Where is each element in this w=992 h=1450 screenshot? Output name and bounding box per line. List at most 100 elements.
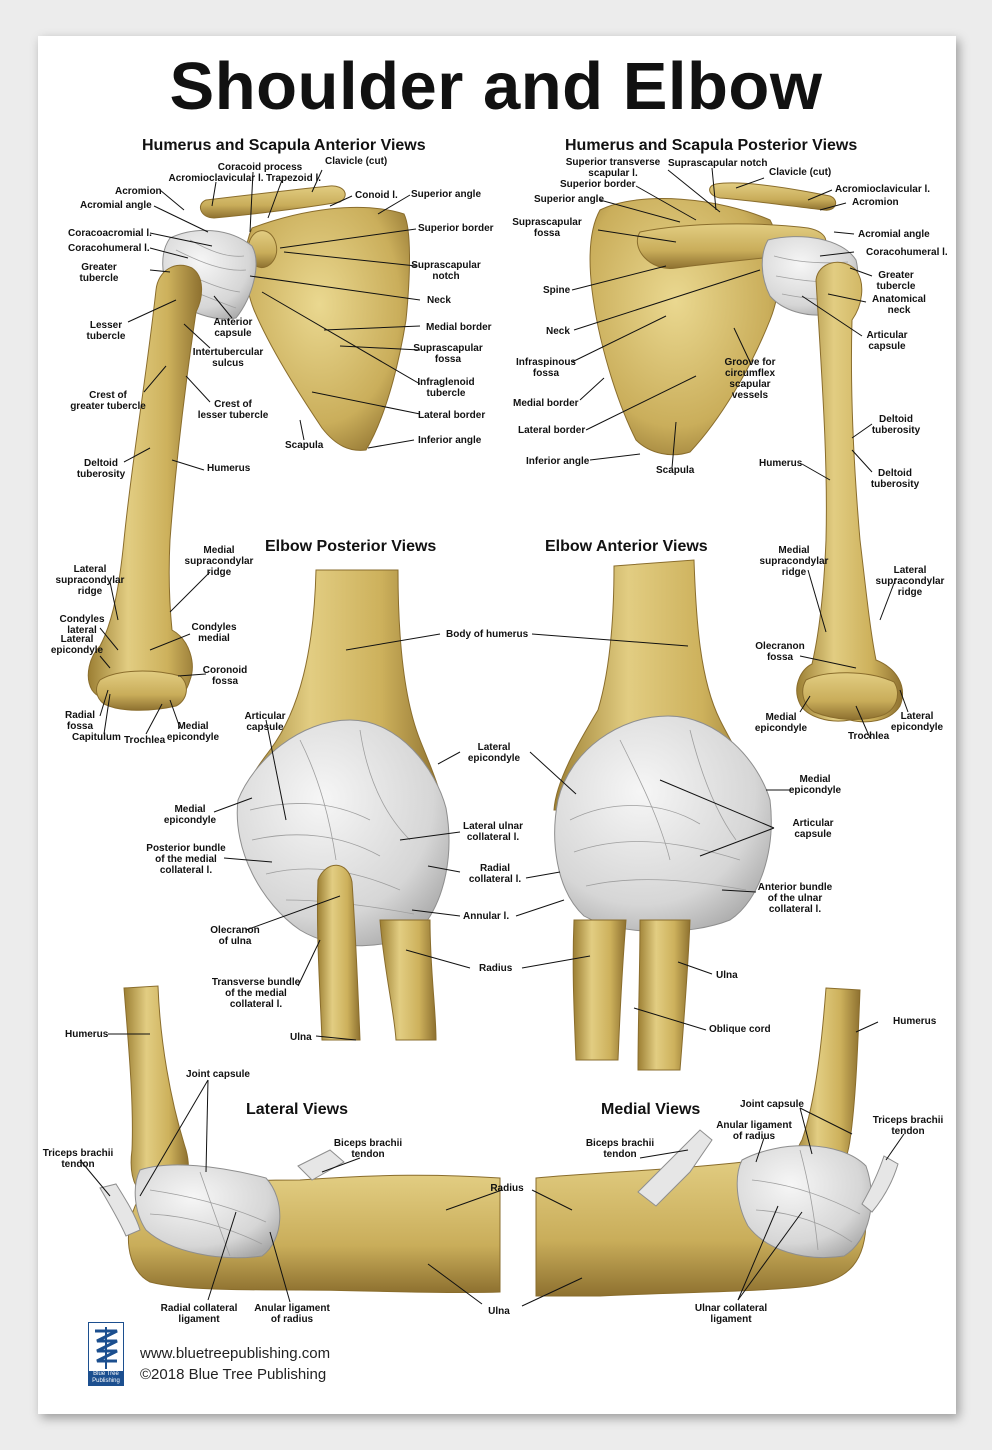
posterior-scapula <box>589 198 781 456</box>
elbow-posterior-figure <box>236 569 450 1041</box>
label-ulna-elbow-left: Ulna <box>290 1032 312 1043</box>
lateral-view-figure <box>99 985 501 1294</box>
label-intertubercular-sulcus: Intertubercular sulcus <box>192 347 264 369</box>
label-body-of-humerus: Body of humerus <box>446 629 529 640</box>
medial-biceps-tendon <box>637 1129 713 1207</box>
label-deltoid-tuberosity-posterior-b: Deltoid tuberosity <box>870 468 920 490</box>
label-trochlea-posterior: Trochlea <box>848 731 890 742</box>
label-deltoid-tuberosity-anterior: Deltoid tuberosity <box>76 458 126 480</box>
label-crest-lesser-tubercle: Crest of lesser tubercle <box>197 399 269 421</box>
label-acromial-angle-posterior: Acromial angle <box>858 229 930 240</box>
label-acromion-anterior: Acromion <box>115 186 162 197</box>
tree-logo-icon <box>95 1327 118 1369</box>
label-radial-collateral-elbow: Radial collateral l. <box>468 863 522 885</box>
elbow-posterior-fibers <box>249 729 415 915</box>
label-lateral-border-anterior: Lateral border <box>418 410 486 421</box>
poster-title: Shoulder and Elbow <box>169 49 823 124</box>
label-humerus-anterior: Humerus <box>207 463 251 474</box>
section-title-medial: Medial Views <box>601 1101 701 1118</box>
label-trapezoid: Trapezoid l. <box>266 173 322 184</box>
label-ulna-side: Ulna <box>488 1306 510 1317</box>
label-scapula-anterior: Scapula <box>285 440 324 451</box>
medial-view-figure <box>535 987 899 1297</box>
label-ulna-elbow-right: Ulna <box>716 970 738 981</box>
label-articular-capsule-elbow-right: Articular capsule <box>792 818 834 840</box>
elbow-anterior-ulna <box>637 919 691 1071</box>
anterior-scapula <box>245 206 410 451</box>
label-condyles-medial: Condyles medial <box>191 622 237 644</box>
label-annular-ligament: Annular l. <box>463 911 510 922</box>
label-trochlea-anterior: Trochlea <box>124 735 166 746</box>
label-superior-transverse-scapular: Superior transverse scapular l. <box>565 157 661 179</box>
label-suprascapular-notch-posterior: Suprascapular notch <box>668 158 768 169</box>
label-anatomical-neck: Anatomical neck <box>872 294 926 316</box>
label-superior-border-anterior: Superior border <box>418 223 494 234</box>
label-lateral-border-posterior: Lateral border <box>518 425 586 436</box>
label-radius-elbow: Radius <box>479 963 513 974</box>
label-greater-tubercle-anterior: Greater tubercle <box>79 262 119 284</box>
label-suprascapular-notch-anterior: Suprascapular notch <box>411 260 481 282</box>
label-coracoacromial: Coracoacromial l. <box>68 228 152 239</box>
label-coracoid-process: Coracoid process <box>217 162 303 173</box>
section-title-posterior-shoulder: Humerus and Scapula Posterior Views <box>565 137 858 154</box>
leader-lines <box>79 167 909 1307</box>
label-medial-epicondyle-elbow-left: Medial epicondyle <box>163 804 217 826</box>
label-condyles-lateral: Condyles lateral <box>59 614 105 636</box>
label-capitulum: Capitulum <box>72 732 121 743</box>
label-crest-greater-tubercle: Crest of greater tubercle <box>70 390 146 412</box>
lateral-triceps-tendon <box>99 1183 141 1237</box>
label-humerus-lateral: Humerus <box>65 1029 109 1040</box>
label-biceps-tendon-medial: Biceps brachii tendon <box>585 1138 655 1160</box>
label-lateral-epicondyle-anterior: Lateral epicondyle <box>50 634 104 656</box>
label-infraspinous-fossa: Infraspinous fossa <box>515 357 577 379</box>
label-radial-fossa: Radial fossa <box>64 710 96 732</box>
label-superior-border-posterior: Superior border <box>560 179 636 190</box>
section-title-anterior-shoulder: Humerus and Scapula Anterior Views <box>142 137 426 154</box>
label-infraglenoid-tubercle: Infraglenoid tubercle <box>417 377 475 399</box>
label-joint-capsule-lateral: Joint capsule <box>186 1069 250 1080</box>
label-lateral-supracondylar-anterior: Lateral supracondylar ridge <box>55 564 125 597</box>
anterior-humerus <box>87 264 202 706</box>
label-lateral-epicondyle-posterior: Lateral epicondyle <box>890 711 944 733</box>
label-medial-border-posterior: Medial border <box>513 398 579 409</box>
posterior-humerus <box>796 261 904 723</box>
elbow-posterior-radius <box>379 919 437 1041</box>
label-lateral-epicondyle-elbow: Lateral epicondyle <box>467 742 521 764</box>
footer-copyright: ©2018 Blue Tree Publishing <box>140 1366 327 1383</box>
label-transverse-bundle: Transverse bundle of the medial collater… <box>211 977 301 1010</box>
medial-triceps-tendon <box>861 1155 899 1213</box>
label-biceps-tendon-lateral: Biceps brachii tendon <box>333 1138 403 1160</box>
label-inferior-angle-posterior: Inferior angle <box>526 456 590 467</box>
label-clavicle-cut-posterior: Clavicle (cut) <box>769 167 832 178</box>
label-neck-anterior: Neck <box>427 295 451 306</box>
label-triceps-tendon-lateral: Triceps brachii tendon <box>42 1148 114 1170</box>
label-greater-tubercle-posterior: Greater tubercle <box>876 270 916 292</box>
anterior-elbow-condyles <box>96 670 187 711</box>
publisher-logo: Blue Tree Publishing <box>88 1322 124 1386</box>
label-deltoid-tuberosity-posterior-a: Deltoid tuberosity <box>871 414 921 436</box>
section-title-elbow-posterior: Elbow Posterior Views <box>265 538 437 555</box>
label-medial-supracondylar-posterior: Medial supracondylar ridge <box>759 545 829 578</box>
label-coracohumeral-anterior: Coracohumeral l. <box>68 243 150 254</box>
label-anular-ligament-medial: Anular ligament of radius <box>716 1120 792 1142</box>
label-anterior-bundle: Anterior bundle of the ulnar collateral … <box>757 882 833 915</box>
footer-url[interactable]: www.bluetreepublishing.com <box>140 1345 331 1362</box>
elbow-anterior-figure <box>553 559 772 1071</box>
section-title-lateral: Lateral Views <box>246 1101 348 1118</box>
label-medial-epicondyle-anterior: Medial epicondyle <box>166 721 220 743</box>
label-joint-capsule-medial: Joint capsule <box>740 1099 804 1110</box>
label-anterior-capsule: Anterior capsule <box>213 317 253 339</box>
label-coronoid-fossa: Coronoid fossa <box>202 665 248 687</box>
label-inferior-angle-anterior: Inferior angle <box>418 435 482 446</box>
label-medial-epicondyle-posterior: Medial epicondyle <box>754 712 808 734</box>
label-humerus-posterior: Humerus <box>759 458 803 469</box>
label-coracohumeral-posterior: Coracohumeral l. <box>866 247 948 258</box>
label-lesser-tubercle: Lesser tubercle <box>86 320 126 342</box>
label-lateral-supracondylar-posterior: Lateral supracondylar ridge <box>875 565 945 598</box>
medial-capsule <box>736 1145 872 1259</box>
label-triceps-tendon-medial: Triceps brachii tendon <box>872 1115 944 1137</box>
label-articular-capsule-posterior: Articular capsule <box>866 330 908 352</box>
anterior-shoulder-figure <box>87 185 410 711</box>
label-acromioclavicular-anterior: Acromioclavicular l. <box>168 173 264 184</box>
